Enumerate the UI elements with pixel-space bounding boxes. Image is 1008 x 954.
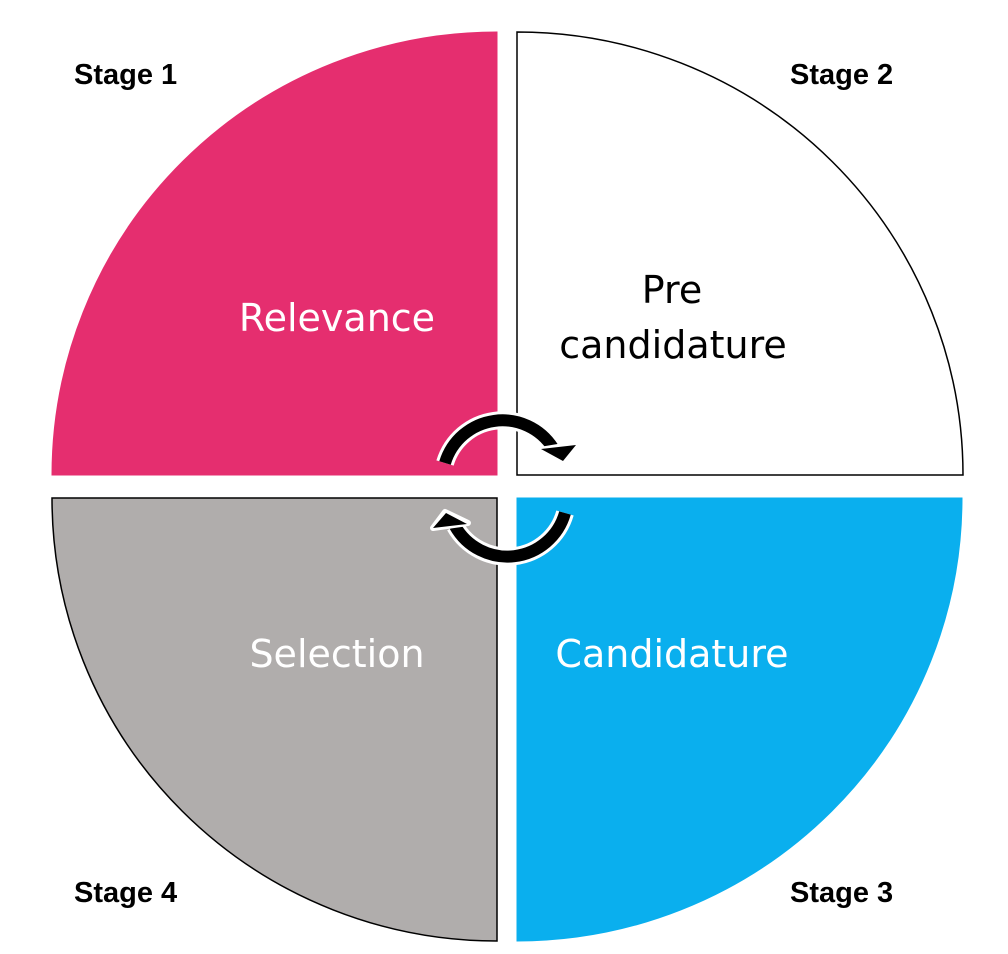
cycle-arrow-bottom-icon [430,509,574,566]
relevance-label: Relevance [239,296,435,340]
quadrant-stage-4 [51,497,498,942]
stage-3-label: Stage 3 [790,877,893,909]
stage-1-label: Stage 1 [74,59,177,91]
candidature-label: Candidature [555,632,788,676]
cycle-arrow-top-icon [436,411,579,466]
pre-label: Pre [642,268,702,312]
quadrant-stage-2 [516,31,964,476]
stage-2-label: Stage 2 [790,59,893,91]
stage-4-label: Stage 4 [74,877,177,909]
candidature-line-label: candidature [559,323,787,367]
selection-label: Selection [249,632,424,676]
quadrant-stage-1 [51,31,498,476]
quadrant-stage-3 [516,497,963,942]
